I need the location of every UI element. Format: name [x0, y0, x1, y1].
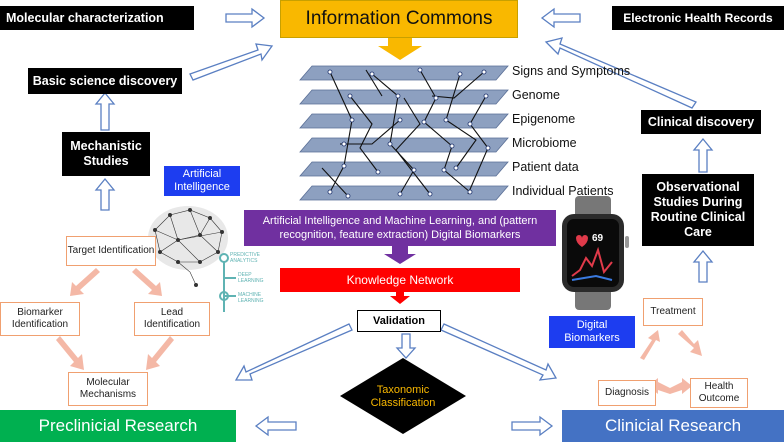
arrow-molecular-to-commons	[225, 7, 266, 29]
lead-identification-box: Lead Identification	[134, 302, 210, 336]
taxonomic-diamond	[340, 358, 466, 434]
preclinical-research-label: Preclinicial Research	[38, 416, 198, 435]
arrow-clinical-to-commons	[544, 37, 697, 109]
smartwatch-graphic	[562, 196, 629, 310]
ai-ml-bar-label: Artificial Intelligence and Machine Lear…	[262, 215, 538, 241]
arrow-validation-to-taxonomic	[395, 333, 417, 359]
lead-identification-label: Lead Identification	[143, 307, 201, 330]
biomarker-identification-box: Biomarker Identification	[0, 302, 80, 336]
brain-network-graphic	[148, 206, 228, 287]
layer-label-epigenome: Epigenome	[512, 112, 576, 126]
machine-learning-label: MACHINE LEARNING	[238, 292, 264, 304]
artificial-intelligence-label: Artificial Intelligence	[174, 168, 230, 193]
clinical-discovery-label: Clinical discovery	[647, 114, 755, 129]
validation-label: Validation	[373, 315, 425, 327]
arrow-mech-to-basic	[94, 91, 116, 131]
arrow-validation-to-clinical	[440, 323, 558, 381]
arrow-validation-to-preclinical	[234, 323, 353, 381]
treatment-box: Treatment	[643, 298, 703, 326]
biomarker-identification-label: Biomarker Identification	[11, 307, 69, 330]
arrow-ehr-to-commons	[540, 7, 581, 29]
ehr-box: Electronic Health Records	[612, 6, 784, 30]
digital-biomarkers-box: Digital Biomarkers	[549, 316, 635, 348]
knowledge-network-bar: Knowledge Network	[280, 268, 520, 292]
mechanistic-studies-label: Mechanistic Studies	[70, 139, 142, 168]
information-commons-label: Information Commons	[305, 8, 493, 29]
artificial-intelligence-box: Artificial Intelligence	[164, 166, 240, 196]
validation-box: Validation	[357, 310, 441, 332]
arrow-commons-down	[378, 38, 422, 60]
health-outcome-box: Health Outcome	[690, 378, 748, 408]
clinical-research-label: Clinicial Research	[604, 416, 742, 435]
molecular-characterization-label: Molecular characterization	[6, 10, 164, 25]
treatment-label: Treatment	[650, 306, 696, 317]
arrow-knowledge-to-validation	[390, 292, 410, 304]
layer-label-individual: Individual Patients	[512, 184, 614, 198]
target-identification-box: Target Identification	[66, 236, 156, 266]
observational-studies-box: Observational Studies During Routine Cli…	[642, 174, 754, 246]
information-commons-box: Information Commons	[280, 0, 518, 38]
arrow-ai-to-knowledge	[384, 246, 416, 264]
basic-science-label: Basic science discovery	[32, 73, 178, 88]
analytics-tree-graphic	[219, 253, 236, 312]
ehr-label: Electronic Health Records	[623, 10, 773, 25]
health-outcome-label: Health Outcome	[698, 381, 740, 404]
basic-science-box: Basic science discovery	[28, 68, 182, 94]
mechanistic-studies-box: Mechanistic Studies	[62, 132, 150, 176]
preclinical-research-bar: Preclinicial Research	[0, 410, 236, 442]
ai-ml-bar: Artificial Intelligence and Machine Lear…	[244, 210, 556, 246]
molecular-mechanisms-label: Molecular Mechanisms	[79, 377, 137, 400]
network-links	[321, 69, 489, 197]
preclinical-cycle-arrows	[56, 268, 174, 370]
arrow-taxonomic-to-preclinical	[254, 415, 297, 437]
layer-label-patient-data: Patient data	[512, 160, 579, 174]
layer-label-microbiome: Microbiome	[512, 136, 577, 150]
data-layers-stack	[299, 65, 509, 201]
clinical-discovery-box: Clinical discovery	[641, 110, 761, 134]
arrow-taxonomic-to-clinical	[511, 415, 554, 437]
taxonomic-label: Taxonomic Classification	[370, 384, 436, 409]
arrow-treatment-to-obs	[692, 249, 714, 283]
clinical-research-bar: Clinicial Research	[562, 410, 784, 442]
layer-label-signs: Signs and Symptoms	[512, 64, 631, 78]
layer-label-genome: Genome	[512, 88, 560, 102]
diagnosis-box: Diagnosis	[598, 380, 656, 406]
watch-heart-rate: 69	[592, 233, 604, 244]
knowledge-network-label: Knowledge Network	[346, 273, 454, 287]
diagnosis-label: Diagnosis	[605, 387, 649, 398]
molecular-mechanisms-box: Molecular Mechanisms	[68, 372, 148, 406]
arrow-basic-to-commons	[189, 43, 274, 81]
digital-biomarkers-label: Digital Biomarkers	[564, 319, 620, 344]
arrow-obs-to-clinical	[692, 137, 714, 173]
arrow-cycle-to-mech	[94, 177, 116, 211]
molecular-characterization-box: Molecular characterization	[0, 6, 194, 30]
deep-learning-label: DEEP LEARNING	[238, 272, 264, 284]
network-nodes	[327, 67, 491, 199]
observational-studies-label: Observational Studies During Routine Cli…	[650, 180, 746, 239]
target-identification-label: Target Identification	[67, 245, 155, 256]
predictive-analytics-label: PREDICTIVE ANALYTICS	[230, 252, 261, 264]
